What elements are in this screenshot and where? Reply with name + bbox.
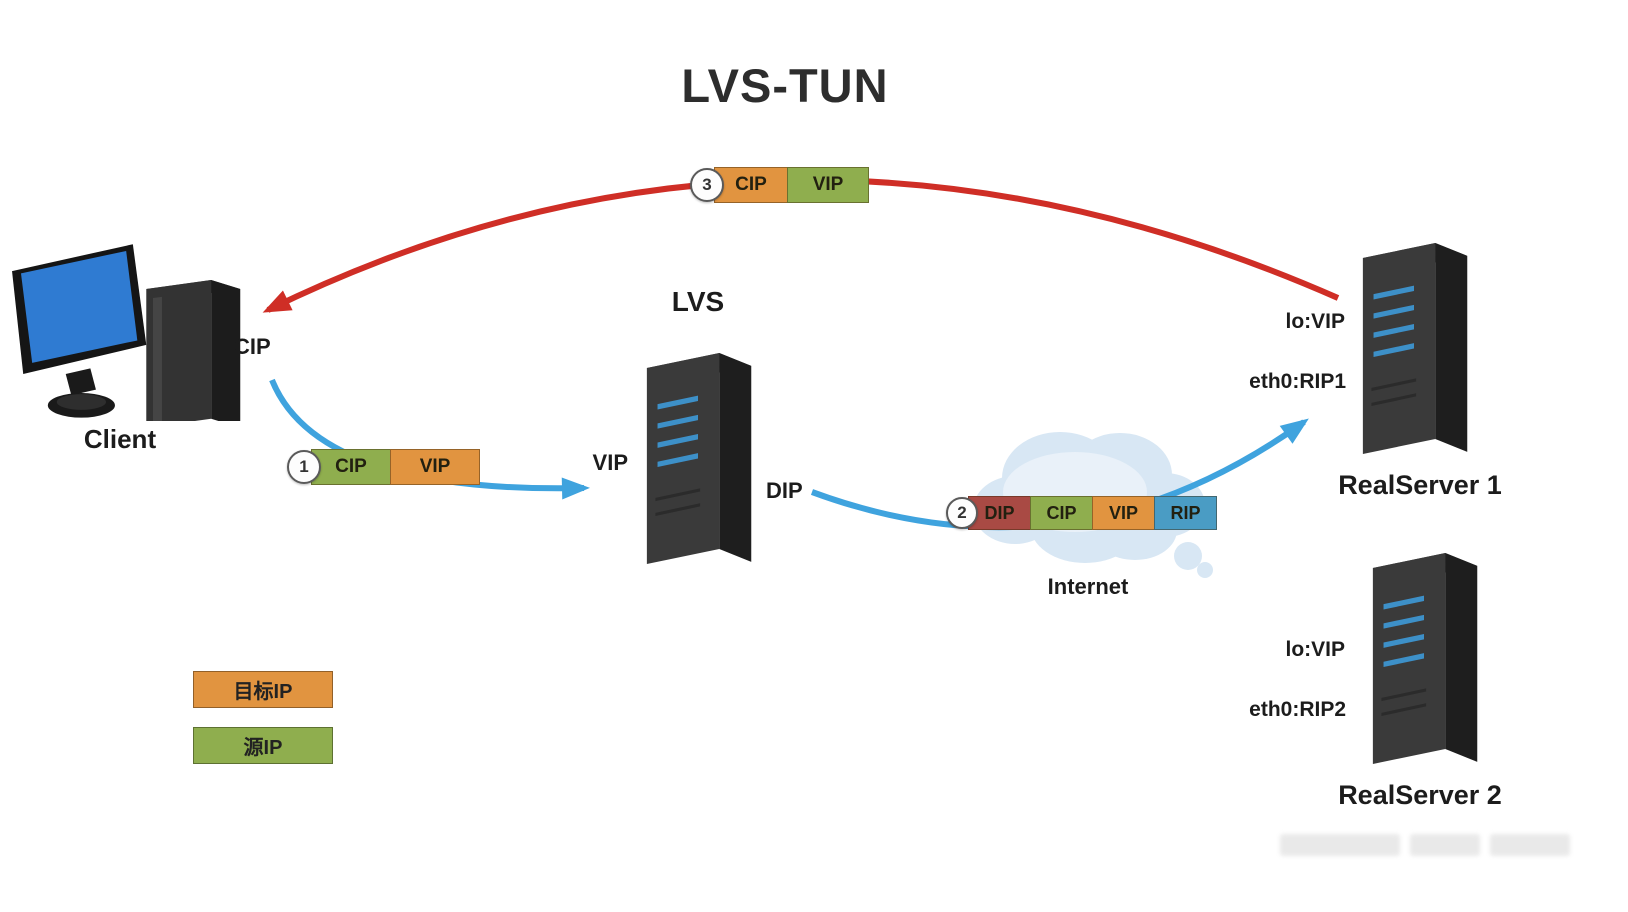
lvs-dip-label: DIP <box>766 478 803 503</box>
lvs-vip-label: VIP <box>592 450 628 475</box>
packet2-segment-rip: RIP <box>1154 496 1217 530</box>
realserver2 <box>1360 536 1488 786</box>
client-label: Client <box>83 424 157 454</box>
packet1-segment-cip: CIP <box>311 449 391 485</box>
legend-destination-ip: 目标IP <box>193 671 333 708</box>
watermark <box>1280 834 1570 856</box>
packet2-segment-cip: CIP <box>1030 496 1093 530</box>
packet-step-3: 3 CIP VIP <box>690 167 869 203</box>
packet3-segment-cip: CIP <box>714 167 788 203</box>
packet-step-2: 2 DIP CIP VIP RIP <box>946 496 1217 530</box>
packet2-segment-vip: VIP <box>1092 496 1155 530</box>
packet3-segment-vip: VIP <box>787 167 869 203</box>
step-2-circle: 2 <box>946 497 978 529</box>
realserver1-lo-label: lo:VIP <box>1285 310 1345 333</box>
server-tower-icon <box>1372 553 1478 764</box>
packet-step-1: 1 CIP VIP <box>287 449 480 485</box>
lvs-label: LVS <box>671 286 725 317</box>
step-3-circle: 3 <box>690 168 724 202</box>
realserver2-eth-label: eth0:RIP2 <box>1249 698 1346 721</box>
server-tower-icon <box>646 353 752 564</box>
lvs-server <box>634 336 762 586</box>
server-tower-icon <box>1362 243 1468 454</box>
internet-label: Internet <box>1047 574 1129 599</box>
realserver1 <box>1350 226 1478 476</box>
client-computer-icon <box>12 244 241 428</box>
legend-source-ip: 源IP <box>193 727 333 764</box>
client-tower-icon <box>146 280 241 428</box>
client-computer <box>12 242 247 428</box>
diagram-title: LVS-TUN <box>681 59 889 112</box>
realserver2-lo-label: lo:VIP <box>1285 638 1345 661</box>
client-interface-label: CIP <box>234 334 271 359</box>
realserver1-eth-label: eth0:RIP1 <box>1249 370 1346 393</box>
client-monitor-icon <box>12 244 147 418</box>
step-1-circle: 1 <box>287 450 321 484</box>
packet1-segment-vip: VIP <box>390 449 480 485</box>
realserver2-label: RealServer 2 <box>1338 780 1502 810</box>
realserver1-label: RealServer 1 <box>1338 470 1502 500</box>
